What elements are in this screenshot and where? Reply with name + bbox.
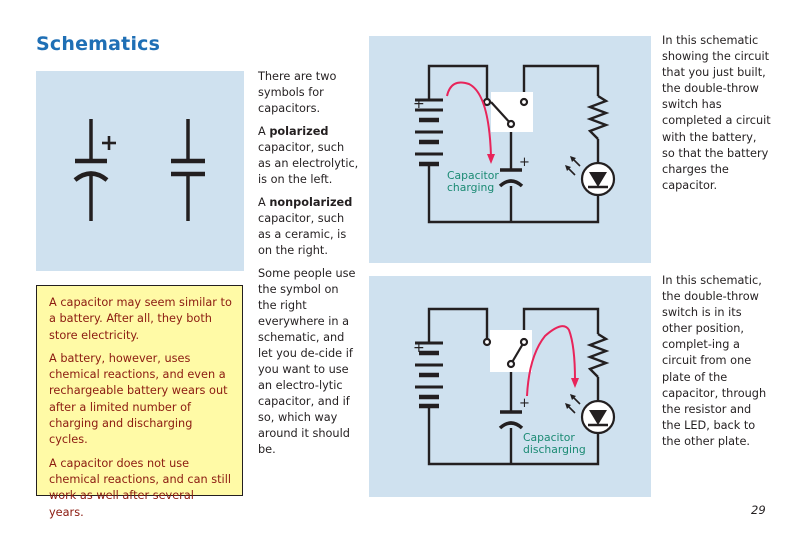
nonpolarized-capacitor-symbol <box>171 119 205 221</box>
capacitor-symbol <box>498 410 524 430</box>
current-arrow <box>526 325 579 397</box>
intro-paragraph: There are two symbols for capacitors. <box>258 70 337 115</box>
term-polarized: polarized <box>269 125 329 138</box>
note-paragraph: A capacitor may seem similar to a batter… <box>49 296 232 342</box>
capacitor-discharging-label: Capacitor discharging <box>523 431 586 456</box>
capacitor-symbol <box>498 168 524 188</box>
intro-paragraph: Some people use the symbol on the right … <box>258 267 356 456</box>
current-arrow <box>446 81 495 164</box>
polarized-capacitor-symbol <box>73 119 116 221</box>
note-paragraph: A capacitor does not use chemical reacti… <box>49 456 231 519</box>
capacitor-plus-sign: + <box>519 155 530 170</box>
resistor-symbol <box>586 94 610 140</box>
capacitor-symbols-drawing <box>73 119 205 221</box>
capacitor-charging-label: Capacitor charging <box>447 169 499 194</box>
led-symbol <box>565 156 616 197</box>
charging-circuit-drawing: + + <box>413 64 616 224</box>
intro-text: There are two symbols for capacitors. A … <box>258 69 360 465</box>
led-symbol <box>565 394 616 435</box>
double-throw-switch <box>482 337 529 369</box>
battery-symbol <box>415 341 443 409</box>
intro-paragraph: A polarized capacitor, such as an electr… <box>258 125 359 186</box>
note-box: A capacitor may seem similar to a batter… <box>36 285 243 519</box>
double-throw-switch <box>482 97 529 129</box>
battery-plus-sign: + <box>413 96 425 112</box>
capacitor-plus-sign: + <box>519 396 530 411</box>
capacitor-symbols-panel <box>36 71 244 271</box>
discharging-circuit-drawing: + + <box>413 307 616 466</box>
battery-plus-sign: + <box>413 340 425 356</box>
page-number: 29 <box>751 503 766 517</box>
page-title: Schematics <box>36 33 161 55</box>
note-paragraph: A battery, however, uses chemical reacti… <box>49 351 228 447</box>
discharging-schematic: + + Capacitor discharging <box>369 276 651 497</box>
discharging-caption: In this schematic, the double-throw swit… <box>662 274 767 448</box>
resistor-symbol <box>586 332 610 378</box>
term-nonpolarized: nonpolarized <box>269 196 353 209</box>
battery-symbol <box>415 98 443 167</box>
charging-caption: In this schematic showing the circuit th… <box>662 34 771 192</box>
intro-paragraph: A nonpolarized capacitor, such as a cera… <box>258 196 353 257</box>
charging-schematic: + + <box>369 36 651 263</box>
